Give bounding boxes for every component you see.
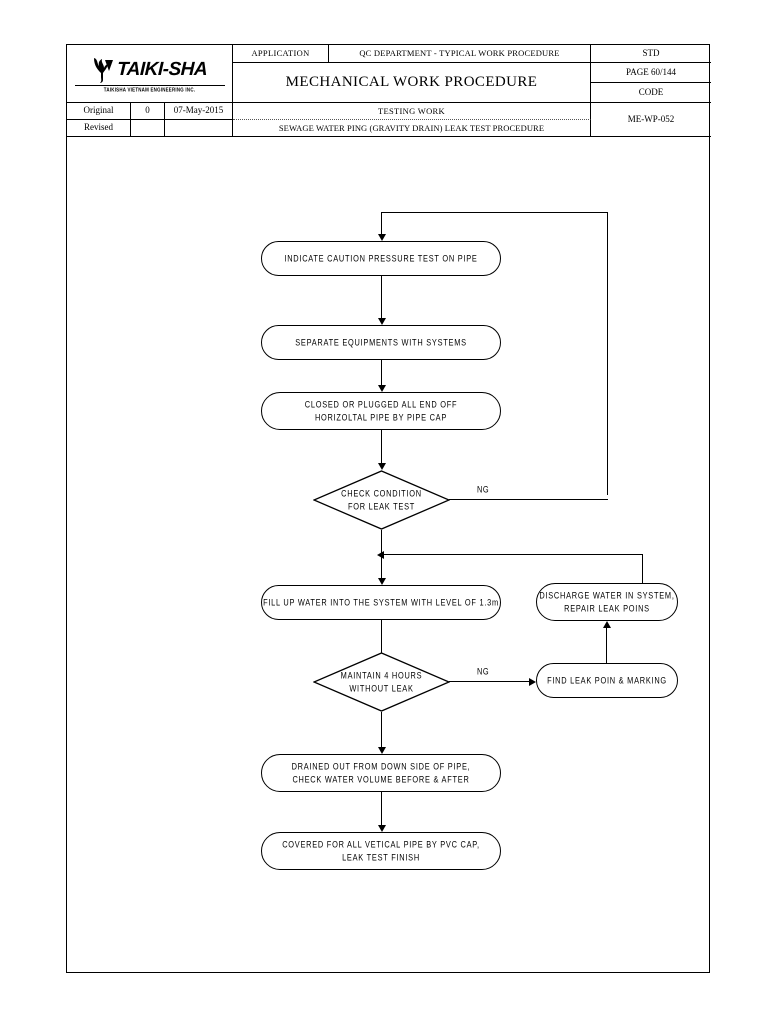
flow-node-closed-or-plugged: CLOSED OR PLUGGED ALL END OFF HORIZOLTAL… bbox=[261, 392, 501, 430]
code-label: CODE bbox=[591, 83, 711, 103]
company-logo: TAIKI-SHA TAIKISHA VIETNAM ENGINEERING I… bbox=[67, 45, 233, 103]
flow-node-label: CHECK CONDITION FOR LEAK TEST bbox=[341, 488, 422, 512]
code-value: ME-WP-052 bbox=[591, 103, 711, 137]
arrowhead-into-node2 bbox=[377, 318, 386, 325]
title-block: TAIKI-SHA TAIKISHA VIETNAM ENGINEERING I… bbox=[67, 45, 711, 137]
arrowhead-into-node5 bbox=[377, 578, 386, 585]
return-loop-discharge-horizontal bbox=[381, 554, 643, 556]
flow-node-label: SEPARATE EQUIPMENTS WITH SYSTEMS bbox=[295, 337, 467, 348]
ng-branch-check-condition bbox=[449, 499, 608, 501]
feedback-loop-entry-vertical bbox=[381, 212, 383, 234]
connector-n3-n4 bbox=[381, 430, 383, 463]
logo-subtitle: TAIKISHA VIETNAM ENGINEERING INC. bbox=[103, 86, 196, 93]
arrowhead-into-node8 bbox=[377, 825, 386, 832]
drawing-frame: TAIKI-SHA TAIKISHA VIETNAM ENGINEERING I… bbox=[66, 44, 711, 973]
flow-node-label: COVERED FOR ALL VETICAL PIPE BY PVC CAP,… bbox=[282, 839, 480, 863]
flow-node-label: MAINTAIN 4 HOURS WITHOUT LEAK bbox=[340, 670, 423, 694]
application-label: APPLICATION bbox=[233, 45, 329, 63]
work-type: TESTING WORK bbox=[233, 103, 591, 120]
flow-node-label: CLOSED OR PLUGGED ALL END OFF HORIZOLTAL… bbox=[304, 399, 458, 423]
application-value: QC DEPARTMENT - TYPICAL WORK PROCEDURE bbox=[329, 45, 591, 63]
connector-n1-n2 bbox=[381, 276, 383, 318]
flow-node-drained-out: DRAINED OUT FROM DOWN SIDE OF PIPE, CHEC… bbox=[261, 754, 501, 792]
procedure-name: SEWAGE WATER PING (GRAVITY DRAIN) LEAK T… bbox=[233, 120, 591, 137]
original-revision-number: 0 bbox=[131, 103, 165, 120]
flow-node-separate-equipments: SEPARATE EQUIPMENTS WITH SYSTEMS bbox=[261, 325, 501, 360]
return-loop-discharge-vertical bbox=[642, 554, 644, 583]
flow-node-check-condition: CHECK CONDITION FOR LEAK TEST bbox=[313, 470, 450, 530]
flow-node-fill-up-water: FILL UP WATER INTO THE SYSTEM WITH LEVEL… bbox=[261, 585, 501, 620]
arrowhead-into-node9 bbox=[602, 621, 611, 628]
arrowhead-into-node1 bbox=[377, 234, 386, 241]
flow-node-label: FIND LEAK POIN & MARKING bbox=[547, 675, 667, 686]
flow-node-find-leak-point: FIND LEAK POIN & MARKING bbox=[536, 663, 678, 698]
taikisha-flame-icon bbox=[92, 57, 114, 84]
arrowhead-into-node7 bbox=[377, 747, 386, 754]
flow-node-label: FILL UP WATER INTO THE SYSTEM WITH LEVEL… bbox=[263, 597, 499, 608]
revised-revision-number bbox=[131, 120, 165, 137]
original-label: Original bbox=[67, 103, 131, 120]
feedback-loop-top-horizontal bbox=[381, 212, 608, 214]
arrowhead-into-node4 bbox=[377, 463, 386, 470]
ng-branch-maintain-hours bbox=[449, 681, 533, 683]
flow-node-label: INDICATE CAUTION PRESSURE TEST ON PIPE bbox=[284, 253, 478, 264]
logo-wordmark: TAIKI-SHA bbox=[116, 59, 208, 81]
page-label: PAGE 60/144 bbox=[591, 63, 711, 83]
flow-node-maintain-4-hours: MAINTAIN 4 HOURS WITHOUT LEAK bbox=[313, 652, 450, 712]
revised-date bbox=[165, 120, 233, 137]
flow-node-indicate-caution: INDICATE CAUTION PRESSURE TEST ON PIPE bbox=[261, 241, 501, 276]
main-title: MECHANICAL WORK PROCEDURE bbox=[233, 63, 591, 103]
arrowhead-merge-main-line bbox=[377, 550, 384, 559]
original-date: 07-May-2015 bbox=[165, 103, 233, 120]
arrowhead-into-node3 bbox=[377, 385, 386, 392]
flow-node-discharge-water: DISCHARGE WATER IN SYSTEM, REPAIR LEAK P… bbox=[536, 583, 678, 621]
connector-n6-n7 bbox=[381, 712, 383, 747]
logo-divider bbox=[74, 84, 225, 87]
ng-label-check-condition: NG bbox=[477, 484, 490, 495]
flow-node-label: DISCHARGE WATER IN SYSTEM, REPAIR LEAK P… bbox=[539, 590, 675, 614]
ng-label-maintain-hours: NG bbox=[477, 666, 490, 677]
flow-node-covered-vertical-pipe: COVERED FOR ALL VETICAL PIPE BY PVC CAP,… bbox=[261, 832, 501, 870]
arrowhead-into-node10 bbox=[529, 677, 536, 686]
connector-n2-n3 bbox=[381, 360, 383, 385]
std-label: STD bbox=[591, 45, 711, 63]
connector-n5-n6 bbox=[381, 620, 383, 658]
flow-node-label: DRAINED OUT FROM DOWN SIDE OF PIPE, CHEC… bbox=[291, 761, 471, 785]
connector-n10-n9 bbox=[606, 628, 608, 663]
feedback-loop-right-vertical bbox=[607, 212, 609, 495]
connector-n7-n8 bbox=[381, 792, 383, 825]
revised-label: Revised bbox=[67, 120, 131, 137]
